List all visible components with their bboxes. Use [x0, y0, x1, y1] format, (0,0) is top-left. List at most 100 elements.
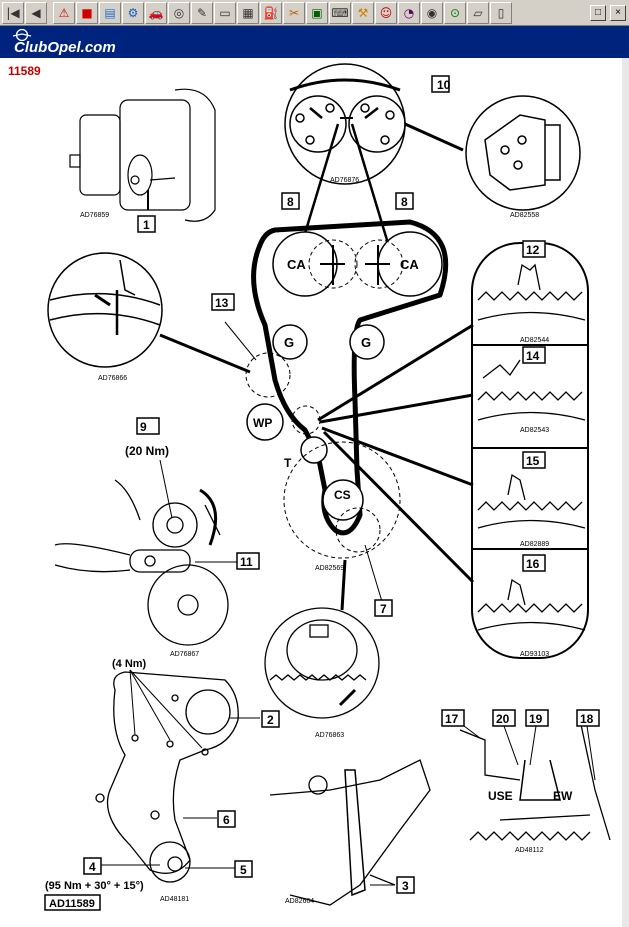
car-icon: 🚗	[148, 5, 164, 20]
figure-ref-10: AD76867	[170, 651, 199, 658]
document-icon: ▤	[104, 5, 116, 20]
camshaft-left-label: CA	[287, 257, 306, 272]
abs-icon: ⊙	[449, 5, 461, 20]
torque-cover: (4 Nm)	[112, 658, 147, 670]
tools-icon: ✂	[288, 5, 300, 20]
gear-button[interactable]: ⚙	[122, 1, 144, 24]
tensioner-assembly-figure	[69, 88, 216, 222]
callout-5: 5	[234, 860, 253, 878]
svg-text:6: 6	[223, 813, 230, 827]
color-palette-button[interactable]: ■	[76, 1, 98, 24]
svg-text:19: 19	[529, 712, 543, 726]
svg-text:10: 10	[437, 78, 451, 92]
callout-7: 7	[374, 599, 393, 617]
svg-text:18: 18	[580, 712, 594, 726]
tensioner-adjust-figure	[54, 479, 229, 646]
keyboard-icon: ⌨	[331, 5, 349, 20]
svg-text:7: 7	[380, 602, 387, 616]
dashboard-icon: ▣	[311, 5, 323, 20]
abs-button[interactable]: ⊙	[444, 1, 466, 24]
first-page-icon: |◀	[6, 5, 20, 20]
wrench-button[interactable]: ✎	[191, 1, 213, 24]
maximize-button[interactable]: □	[590, 4, 606, 21]
belt-markings-figure	[459, 719, 611, 841]
tensioner-indicator-details	[477, 263, 586, 631]
pump-button[interactable]: ⛽	[260, 1, 282, 24]
svg-text:4: 4	[89, 860, 96, 874]
torque-crank: (95 Nm + 30° + 15°)	[45, 880, 144, 892]
figure-ref-2: AD48181	[160, 896, 189, 903]
tensioner-indicator-panel	[471, 242, 589, 659]
previous-page-button[interactable]: ◀	[25, 1, 47, 24]
document-id: 11589	[8, 64, 41, 78]
idler-right-label: G	[361, 335, 371, 350]
dashboard-button[interactable]: ▣	[306, 1, 328, 24]
close-button[interactable]: ×	[610, 4, 626, 21]
callout-2: 2	[261, 710, 280, 728]
car-body-icon: ▱	[473, 5, 483, 20]
svg-text:8: 8	[401, 195, 408, 209]
speedometer-icon: ◔	[403, 5, 415, 20]
svg-text:1: 1	[143, 218, 150, 232]
figure-ref-7: AD76863	[315, 732, 344, 739]
car-button[interactable]: 🚗	[145, 1, 167, 24]
warning-icon: ⚠	[58, 5, 70, 20]
document-code: AD11589	[49, 898, 95, 910]
timing-marks	[320, 245, 390, 285]
crankshaft-label: CS	[334, 488, 351, 502]
warning-button[interactable]: ⚠	[53, 1, 75, 24]
cam-locking-tool-figure	[465, 95, 581, 211]
brand-bar: ClubOpel.com	[0, 26, 629, 58]
camshaft-right-label: CA	[400, 257, 419, 272]
callout-20: 20	[492, 709, 516, 727]
callouts: 1 10 8 8 13 12 14 15 16 9 11 7 2 6 4 5 3…	[83, 75, 600, 894]
note-button[interactable]: ▯	[490, 1, 512, 24]
steering-button[interactable]: ◉	[421, 1, 443, 24]
svg-text:15: 15	[526, 454, 540, 468]
keyboard-button[interactable]: ⌨	[329, 1, 351, 24]
svg-text:2: 2	[267, 713, 274, 727]
wheel-icon: ◎	[173, 5, 185, 20]
figure-ref-16: AD93103	[520, 651, 549, 658]
svg-text:16: 16	[526, 557, 540, 571]
callout-6: 6	[217, 810, 236, 828]
svg-text:20: 20	[496, 712, 510, 726]
car-body-button[interactable]: ▱	[467, 1, 489, 24]
callout-19: 19	[525, 709, 549, 727]
torque-tensioner: (20 Nm)	[125, 444, 169, 458]
svg-text:5: 5	[240, 863, 247, 877]
engine-button[interactable]: ⚒	[352, 1, 374, 24]
gear-icon: ⚙	[127, 5, 139, 20]
wheel-button[interactable]: ◎	[168, 1, 190, 24]
callout-17: 17	[441, 709, 465, 727]
water-pump-mark-figure	[47, 252, 163, 368]
callout-12: 12	[522, 240, 546, 258]
pump-icon: ⛽	[263, 5, 279, 20]
callout-4: 4	[83, 857, 102, 875]
document-button[interactable]: ▤	[99, 1, 121, 24]
screen-button[interactable]: ▭	[214, 1, 236, 24]
tensioner-label: T	[284, 456, 292, 470]
first-page-button[interactable]: |◀	[2, 1, 24, 24]
timing-belt	[251, 219, 449, 536]
vertical-scrollbar[interactable]	[622, 58, 629, 927]
speedometer-button[interactable]: ◔	[398, 1, 420, 24]
tools-button[interactable]: ✂	[283, 1, 305, 24]
figure-ref-15: AD82889	[520, 541, 549, 548]
svg-text:17: 17	[445, 712, 459, 726]
printer-button[interactable]: ▦	[237, 1, 259, 24]
figure-ref-main: AD82569	[315, 565, 344, 572]
leader-lines	[159, 321, 475, 611]
printer-icon: ▦	[242, 5, 254, 20]
mechanic-button[interactable]: ☺	[375, 1, 397, 24]
brand-name: ClubOpel.com	[14, 39, 116, 56]
figure-ref-9: AD76876	[330, 177, 359, 184]
svg-text:9: 9	[140, 420, 147, 434]
belt-mark-new: EW	[553, 789, 573, 803]
steering-icon: ◉	[426, 5, 438, 20]
svg-text:8: 8	[287, 195, 294, 209]
figure-ref-9-detail: AD82558	[510, 212, 539, 219]
svg-text:11: 11	[240, 555, 253, 569]
callout-8-left: 8	[281, 192, 300, 210]
mechanic-icon: ☺	[379, 5, 393, 20]
